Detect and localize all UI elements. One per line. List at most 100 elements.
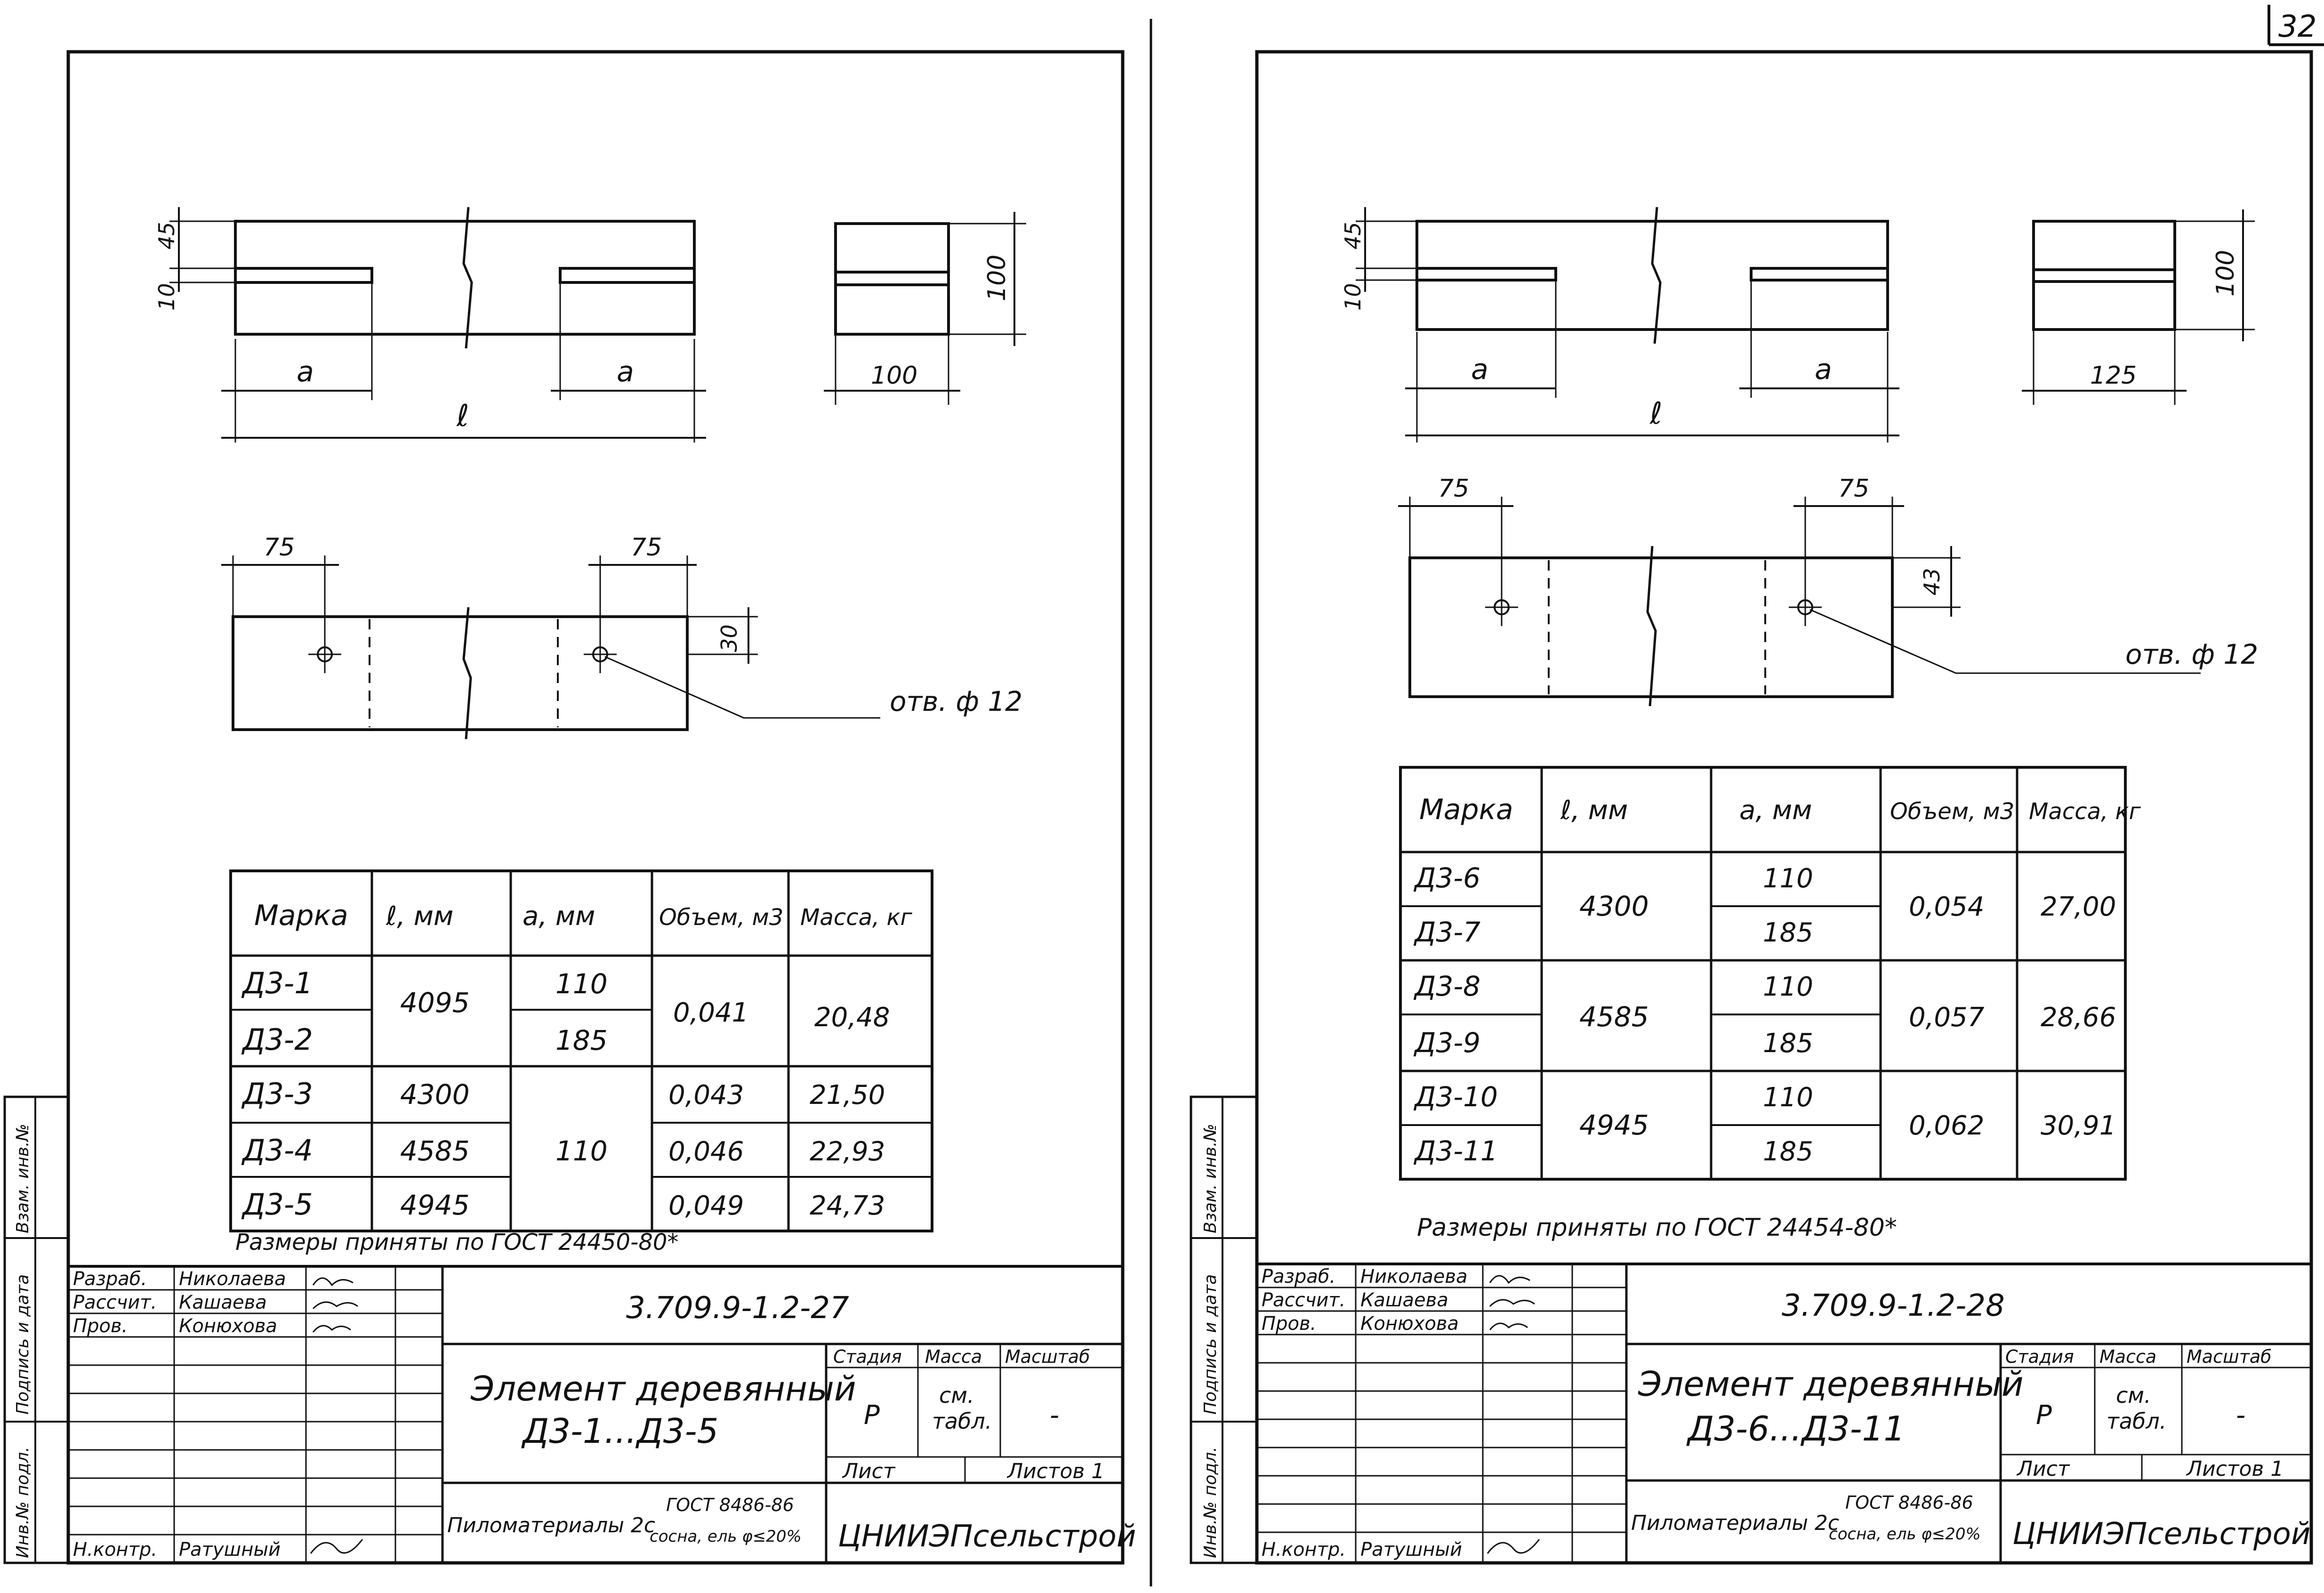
cell-mark: Д3-11 [1413,1135,1498,1167]
h-scale: Масштаб [2187,1346,2272,1367]
sheets-count: Листов 1 [1006,1459,1104,1483]
person: Ратушный [179,1539,281,1561]
section-view-2: 100 125 [2022,209,2255,405]
sheet-left: a a ℓ 45 10 100 [3,19,1152,1586]
spec-table-2: Марка ℓ, мм а, мм Объем, м3 Масса, кг Д3… [1399,766,2141,1181]
th-mass: Масса, кг [2029,798,2141,825]
cell-volume: 0,043 [668,1080,744,1110]
cell-volume: 0,049 [668,1191,744,1221]
section-view-1: 100 100 [824,212,1026,405]
dim-a-left: a [297,355,314,388]
cell-mark: Д3-5 [241,1187,313,1222]
cell-mass: 22,93 [810,1136,885,1167]
side-sign: Подпись и дата [1201,1274,1220,1415]
sheets-count: Листов 1 [2186,1457,2284,1481]
stage-value: Р [864,1400,880,1431]
dim-10: 10 [154,283,179,311]
cell-mass: 21,50 [810,1080,885,1110]
person: Кашаева [179,1292,267,1313]
th-mass: Масса, кг [800,904,913,931]
role: Пров. [73,1315,128,1337]
h-mass: Масса [925,1346,982,1367]
element-title: Элемент деревянный [470,1369,856,1408]
doc-code: 3.709.9-1.2-28 [1782,1288,2005,1323]
cell-mass: 20,48 [814,1002,890,1033]
cell-length: 4945 [400,1189,470,1221]
dim-43: 43 [1919,568,1945,595]
dim-45: 45 [154,222,179,249]
dim-l: ℓ [456,399,469,434]
cell-a: 185 [1763,1136,1813,1167]
stage-value: Р [2036,1400,2052,1431]
cell-length: 4300 [400,1078,470,1110]
dim-100-h: 100 [2211,250,2240,297]
cell-mass: 30,91 [2041,1110,2116,1141]
th-a: а, мм [1739,795,1812,826]
h-stage: Стадия [833,1346,902,1367]
page-number: 32 [2278,9,2316,44]
cell-volume: 0,046 [668,1136,744,1167]
sheet-label: Лист [2016,1457,2070,1481]
person: Николаева [1360,1266,1467,1287]
material-spec: сосна, ель φ≤20% [1829,1525,1981,1544]
dim-125-w: 125 [2090,362,2137,390]
mass-value: см. [939,1383,974,1408]
dim-l: ℓ [1649,396,1662,431]
element-marks: Д3-6...Д3-11 [1686,1409,1905,1448]
cell-mass: 27,00 [2041,892,2116,922]
cell-volume: 0,057 [1909,1002,1985,1033]
dim-75-right: 75 [1838,475,1869,503]
role: Н.контр. [73,1539,157,1561]
front-view-2: a a ℓ 45 10 [1340,207,1899,442]
cell-a: 185 [1763,1028,1813,1059]
cell-mark: Д3-4 [241,1133,313,1167]
side-inv: Инв.№ подл. [13,1447,32,1558]
dim-75-left: 75 [1438,475,1469,503]
cell-mass: 28,66 [2041,1002,2116,1033]
cell-length: 4095 [400,987,470,1019]
gost-note: Размеры приняты по ГОСТ 24454-80* [1417,1214,1897,1242]
cell-a: 110 [555,968,608,1000]
material-gost: ГОСТ 8486-86 [1845,1492,1973,1513]
side-replace: Взам. инв.№ [1201,1124,1220,1233]
h-scale: Масштаб [1005,1346,1090,1367]
organization: ЦНИИЭПсельстрой [838,1519,1136,1554]
gost-note: Размеры приняты по ГОСТ 24450-80* [235,1229,678,1255]
sheet-right: a a ℓ 45 10 100 125 [1190,50,2313,1565]
th-volume: Объем, м3 [659,904,783,931]
person: Николаева [179,1268,286,1290]
spec-table-1: Марка ℓ, мм а, мм Объем, м3 Масса, кг Д3… [229,869,933,1232]
person: Ратушный [1360,1539,1462,1561]
th-length: ℓ, мм [1560,795,1628,826]
title-block-2: Разраб. Рассчит. Пров. Н.контр. Николаев… [1255,1263,2313,1564]
person: Кашаева [1360,1289,1448,1311]
side-replace: Взам. инв.№ [13,1124,32,1233]
h-mass: Масса [2099,1346,2156,1367]
cell-volume: 0,062 [1909,1110,1984,1141]
role: Н.контр. [1262,1539,1346,1561]
dim-a-right: a [1815,353,1832,386]
person: Конюхова [179,1315,277,1337]
th-a: а, мм [523,901,595,932]
th-mark: Марка [1419,793,1513,826]
plan-view-2: отв. ф 12 75 75 43 [1398,475,2258,707]
plan-view-1: отв. ф 12 75 75 30 [221,533,1022,740]
th-volume: Объем, м3 [1890,798,2014,825]
cell-mark: Д3-7 [1413,916,1480,948]
cell-mark: Д3-9 [1413,1027,1480,1059]
mass-value-2: табл. [932,1408,992,1434]
th-length: ℓ, мм [386,901,453,932]
role: Рассчит. [73,1292,157,1313]
cell-volume: 0,054 [1909,892,1984,922]
dim-a-right: a [617,355,634,388]
side-inv: Инв.№ подл. [1201,1447,1220,1558]
cell-mark: Д3-8 [1413,970,1480,1002]
scale-value: - [1050,1400,1059,1431]
role: Разраб. [1262,1266,1335,1287]
side-stamp-1: Инв.№ подл. Подпись и дата Взам. инв.№ [3,1095,70,1564]
cell-volume: 0,041 [673,998,748,1028]
title-block-1: Разраб. Рассчит. Пров. Н.контр. Николаев… [67,1265,1136,1564]
person: Конюхова [1360,1313,1459,1335]
side-stamp-2: Инв.№ подл. Подпись и дата Взам. инв.№ [1190,1095,1258,1564]
